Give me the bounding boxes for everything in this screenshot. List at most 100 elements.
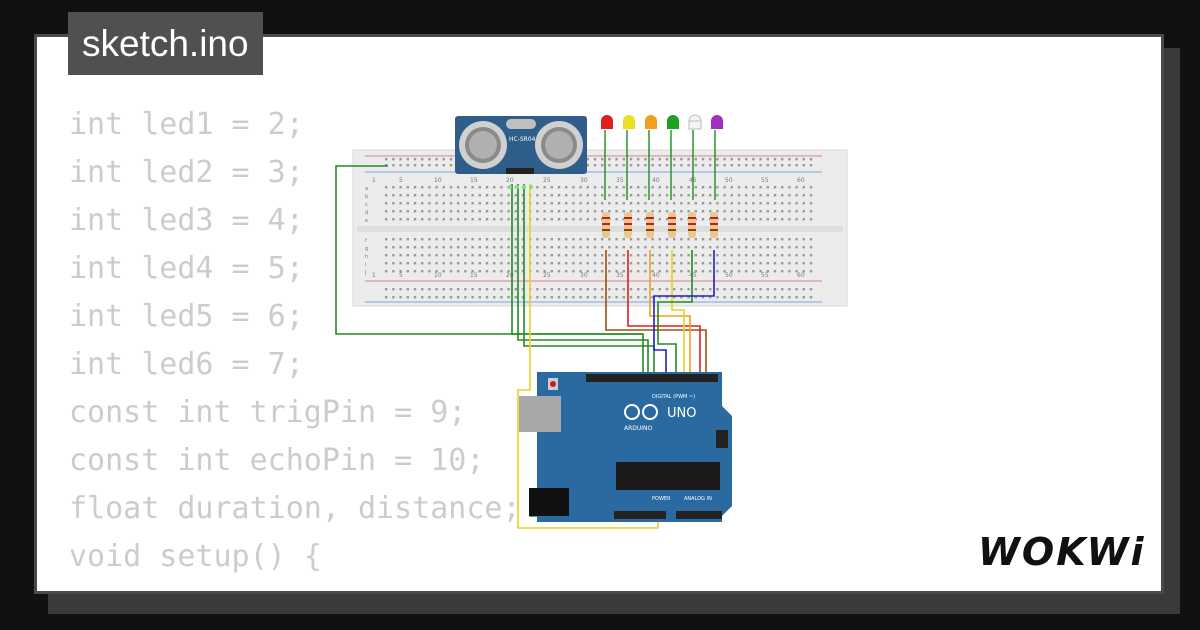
code-line: void setup() { xyxy=(69,539,322,574)
breadboard-hole xyxy=(399,246,402,249)
bb-number: 40 xyxy=(652,272,660,279)
breadboard-hole xyxy=(809,246,813,249)
breadboard-hole xyxy=(644,202,647,205)
breadboard-hole xyxy=(385,158,388,161)
breadboard-hole xyxy=(500,202,503,205)
breadboard-hole xyxy=(543,210,546,213)
breadboard-hole xyxy=(644,246,647,249)
breadboard-hole xyxy=(752,254,755,257)
breadboard-hole xyxy=(644,158,647,161)
breadboard-hole xyxy=(449,194,453,197)
breadboard-hole xyxy=(766,296,769,299)
breadboard-hole xyxy=(543,296,546,299)
breadboard-hole xyxy=(788,288,791,291)
breadboard-hole xyxy=(608,270,611,273)
breadboard-hole xyxy=(788,270,791,273)
led-white[interactable] xyxy=(688,114,702,200)
resistor[interactable] xyxy=(710,212,718,238)
resistor[interactable] xyxy=(602,212,610,238)
breadboard-hole xyxy=(449,158,453,161)
breadboard-hole xyxy=(802,270,805,273)
breadboard-hole xyxy=(651,246,654,249)
breadboard-hole xyxy=(673,254,676,257)
breadboard-hole xyxy=(788,254,791,257)
breadboard-hole xyxy=(385,186,388,189)
breadboard-hole xyxy=(781,218,784,221)
breadboard-hole xyxy=(701,262,705,265)
resistor[interactable] xyxy=(668,212,676,238)
breadboard-hole xyxy=(716,210,719,213)
breadboard-hole xyxy=(752,164,755,167)
breadboard-hole xyxy=(593,186,597,189)
breadboard-hole xyxy=(435,270,438,273)
breadboard-hole xyxy=(673,164,676,167)
bb-row-letter: e xyxy=(365,218,368,224)
breadboard-hole xyxy=(435,186,438,189)
breadboard-hole xyxy=(399,254,402,257)
breadboard-hole xyxy=(399,158,402,161)
bb-row-letter: i xyxy=(365,262,366,268)
breadboard-hole xyxy=(601,288,604,291)
breadboard-hole xyxy=(781,202,784,205)
led-green[interactable] xyxy=(667,115,679,200)
breadboard-hole xyxy=(514,288,517,291)
breadboard-hole xyxy=(809,254,813,257)
led-purple[interactable] xyxy=(711,115,723,200)
breadboard-hole xyxy=(608,254,611,257)
breadboard-hole xyxy=(615,254,618,257)
breadboard-hole xyxy=(421,238,424,241)
breadboard-hole xyxy=(745,246,748,249)
breadboard-hole xyxy=(500,254,503,257)
breadboard-hole xyxy=(471,218,474,221)
breadboard-hole xyxy=(795,238,798,241)
ultrasonic-sensor[interactable]: HC-SR04 xyxy=(455,116,587,189)
breadboard-hole xyxy=(637,288,640,291)
breadboard-hole xyxy=(644,238,647,241)
breadboard-hole xyxy=(673,270,676,273)
breadboard-hole xyxy=(802,158,805,161)
breadboard-hole xyxy=(723,210,726,213)
breadboard-hole xyxy=(457,246,460,249)
breadboard-hole xyxy=(593,202,597,205)
breadboard-hole xyxy=(759,210,762,213)
resistor[interactable] xyxy=(646,212,654,238)
breadboard-hole xyxy=(392,186,395,189)
breadboard-hole xyxy=(399,218,402,221)
led-yellow[interactable] xyxy=(623,115,635,200)
breadboard-hole xyxy=(435,158,438,161)
breadboard-hole xyxy=(572,186,575,189)
breadboard-hole xyxy=(694,210,697,213)
breadboard-hole xyxy=(457,288,460,291)
breadboard-hole xyxy=(586,164,589,167)
breadboard-hole xyxy=(658,202,661,205)
breadboard-hole xyxy=(665,246,669,249)
breadboard-hole xyxy=(507,194,510,197)
breadboard-hole xyxy=(514,202,517,205)
breadboard-hole xyxy=(406,238,409,241)
breadboard-hole xyxy=(637,218,640,221)
breadboard-hole xyxy=(572,194,575,197)
breadboard-hole xyxy=(579,254,582,257)
breadboard-hole xyxy=(795,246,798,249)
led-orange[interactable] xyxy=(645,115,657,200)
breadboard-hole xyxy=(608,296,611,299)
file-tab-title[interactable]: sketch.ino xyxy=(68,12,263,75)
breadboard-hole xyxy=(637,262,640,265)
breadboard-hole xyxy=(457,270,460,273)
resistor[interactable] xyxy=(688,212,696,238)
breadboard-hole xyxy=(471,254,474,257)
resistor[interactable] xyxy=(624,212,632,238)
breadboard-hole xyxy=(745,288,748,291)
breadboard-hole xyxy=(730,262,733,265)
breadboard-hole xyxy=(709,158,712,161)
breadboard-hole xyxy=(730,210,733,213)
led-red[interactable] xyxy=(601,115,613,200)
breadboard-hole xyxy=(399,238,402,241)
arduino-uno-board[interactable]: UNO ARDUINO DIGITAL (PWM ~) POWER ANALOG… xyxy=(519,372,732,522)
breadboard-hole xyxy=(493,218,496,221)
power-header xyxy=(614,511,666,519)
breadboard-hole xyxy=(730,238,733,241)
breadboard-hole xyxy=(536,296,539,299)
breadboard-hole xyxy=(687,288,690,291)
breadboard-hole xyxy=(694,202,697,205)
